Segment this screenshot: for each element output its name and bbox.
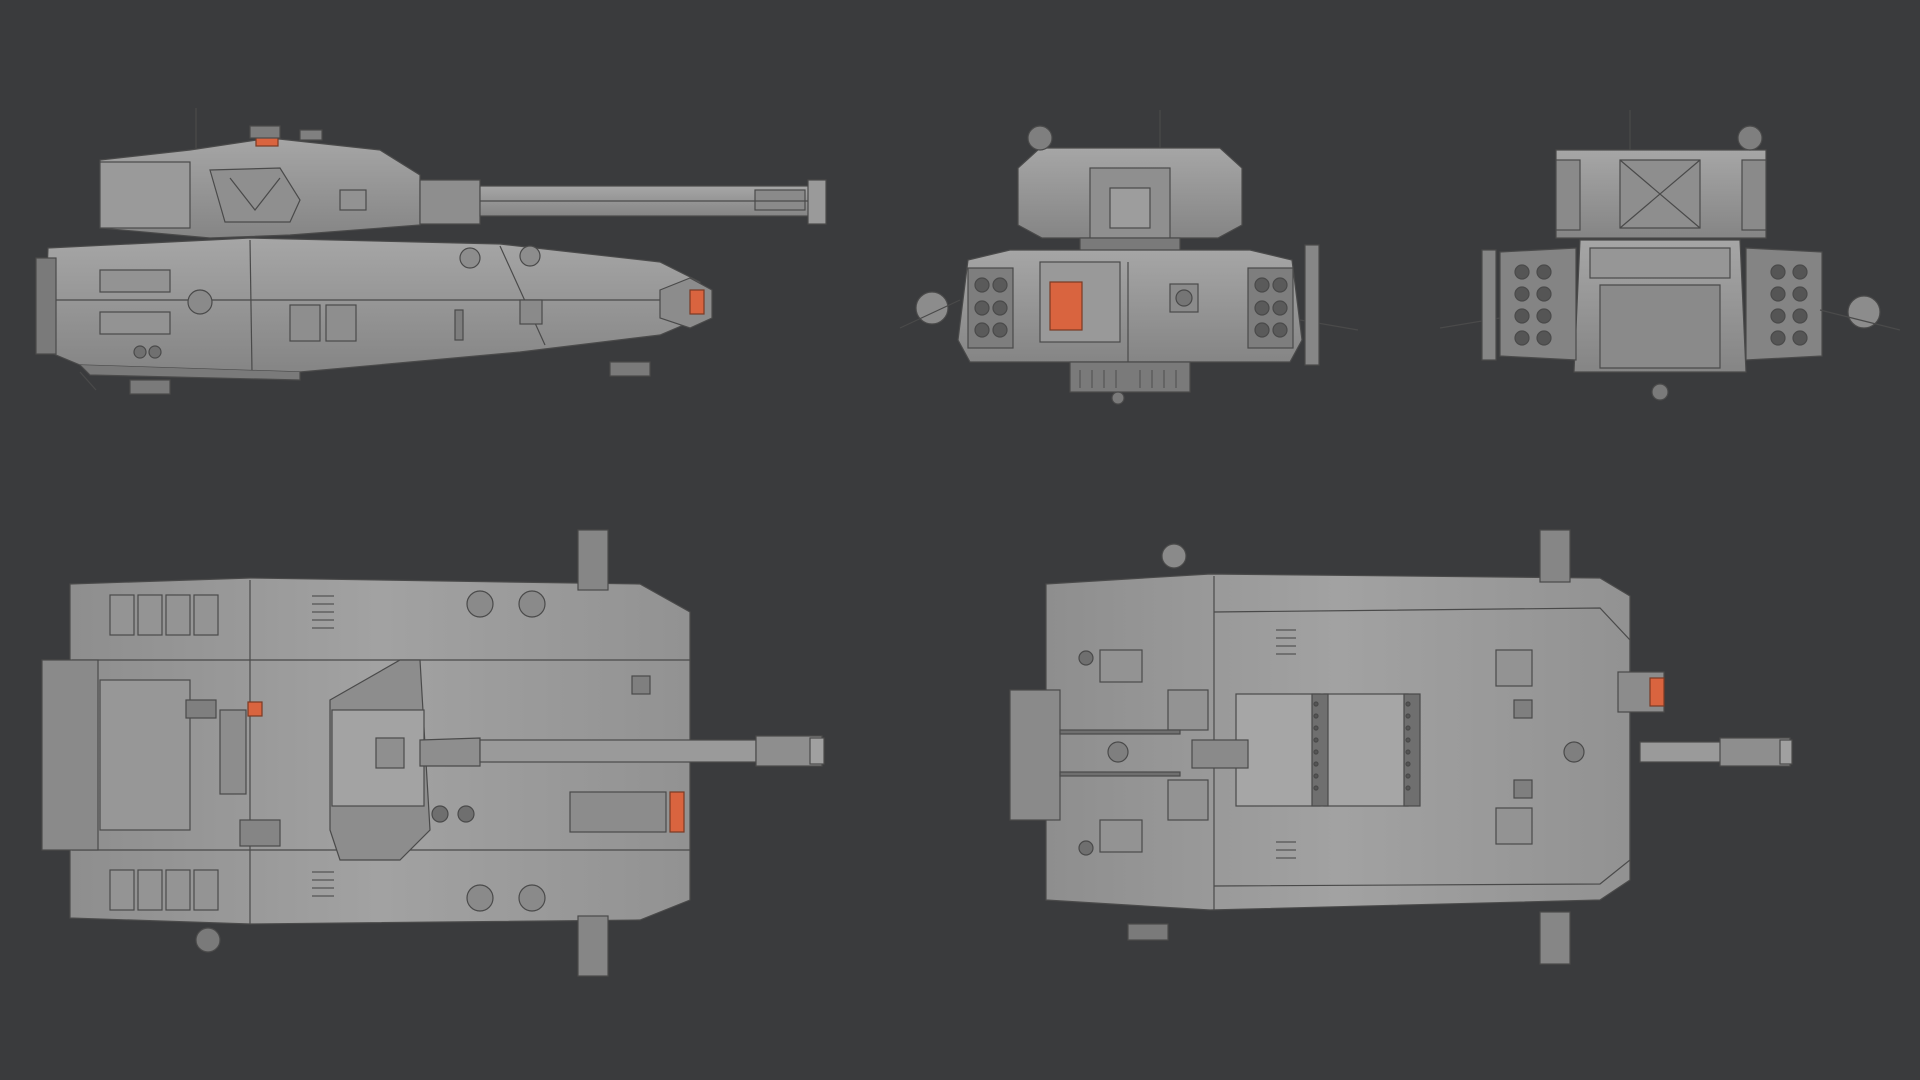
tank-rear-view-icon xyxy=(1439,110,1901,401)
tank-top-view-icon xyxy=(41,529,825,977)
tank-side-view-icon xyxy=(35,108,827,395)
tank-bottom-view-icon xyxy=(1009,529,1793,965)
tank-front-view-icon xyxy=(899,110,1359,405)
